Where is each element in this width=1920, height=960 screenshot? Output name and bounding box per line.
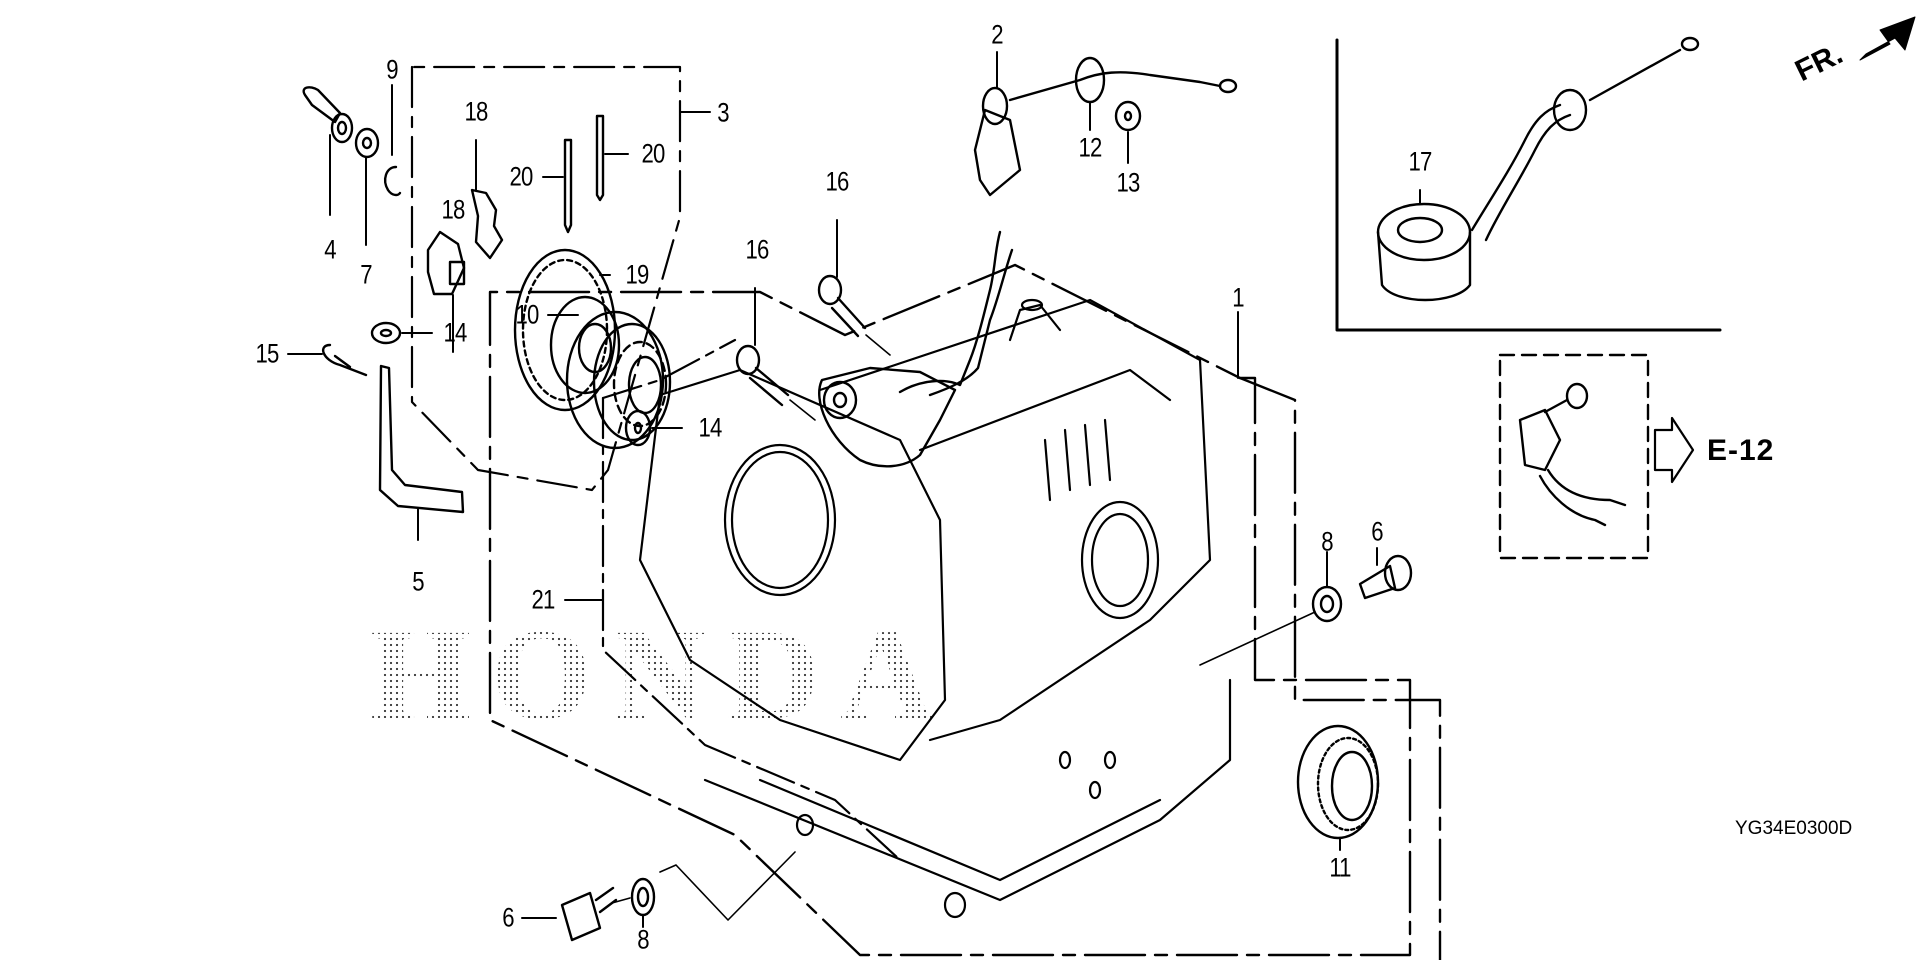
callout-label-14: 14 [443,317,468,348]
washer-part [354,127,380,246]
crankcase-body [638,298,1232,919]
drain-plug-washer-part [611,851,796,928]
e12-reference-box [1498,353,1695,560]
honda-watermark: HONDA [370,600,954,750]
callout-label-20: 20 [509,161,534,192]
callout-label-4: 4 [324,234,336,265]
clip-part [384,84,402,197]
nut-part [1114,100,1142,164]
callout-label-3: 3 [717,97,729,128]
governor-arm-shaft-part [302,86,354,216]
callout-label-2: 2 [991,19,1003,50]
callout-label-20: 20 [641,138,666,169]
callout-label-7: 7 [360,259,372,290]
callout-label-11: 11 [1329,852,1351,883]
governor-weight-part [426,139,504,353]
callout-label-21: 21 [531,584,556,615]
radial-ball-bearing-part [547,310,672,450]
crankcase-group-outline [488,263,1442,960]
drain-plug-washer-part [1199,551,1343,666]
callout-label-6: 6 [502,902,514,933]
callout-label-16: 16 [745,234,770,265]
callout-label-10: 10 [515,299,540,330]
callout-label-8: 8 [1321,526,1333,557]
beta-pin-part [287,343,368,377]
callout-label-18: 18 [464,96,489,127]
pin-part [542,114,629,234]
callout-label-9: 9 [386,54,398,85]
governor-holder-part [378,364,465,541]
oil-alert-switch-part [818,51,1238,468]
washer-part [370,321,433,345]
callout-label-19: 19 [625,259,650,290]
cross-reference-link[interactable]: E-12 [1707,434,1775,467]
callout-label-12: 12 [1078,132,1103,163]
callout-label-13: 13 [1116,167,1141,198]
callout-label-18: 18 [441,194,466,225]
callout-label-16: 16 [825,166,850,197]
callout-label-14: 14 [698,412,723,443]
oil-seal-part [1296,724,1380,851]
callout-label-17: 17 [1408,146,1433,177]
callout-label-1: 1 [1232,282,1244,313]
governor-group-outline [410,65,711,492]
drain-plug-bolt-part [1358,547,1413,600]
drain-plug-bolt-part [521,886,618,942]
callout-label-6: 6 [1371,516,1383,547]
front-direction-arrow [1859,16,1916,61]
grommet-part [1074,56,1106,131]
callout-label-8: 8 [637,924,649,955]
callout-label-5: 5 [412,566,424,597]
diagram-code: YG34E0300D [1735,818,1853,839]
callout-label-15: 15 [255,338,280,369]
oil-level-switch-inset [1335,36,1722,332]
